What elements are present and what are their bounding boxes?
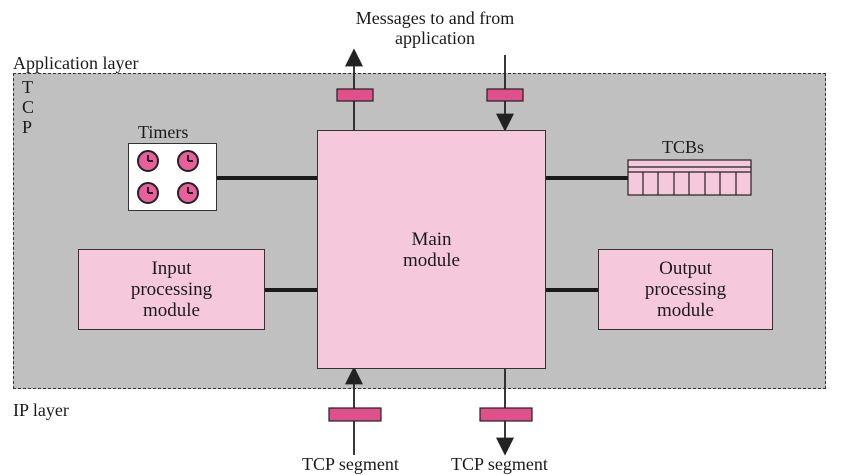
clock-icon xyxy=(137,150,159,172)
output-processing-module: Output processing module xyxy=(598,249,773,330)
connector-top-left xyxy=(336,88,374,102)
ip-layer-label: IP layer xyxy=(13,400,69,420)
tcp-letter-p: P xyxy=(22,117,33,137)
tcbs-label: TCBs xyxy=(662,137,705,157)
clock-icon xyxy=(137,182,159,204)
tcp-letter-t: T xyxy=(22,77,33,97)
input-processing-module: Input processing module xyxy=(78,249,265,330)
output-module-label: Output processing module xyxy=(644,258,727,321)
tcp-segment-in-label: TCP segment xyxy=(302,454,399,474)
connector-bottom-right xyxy=(479,407,533,422)
tcbs-table xyxy=(627,159,752,196)
timers-label: Timers xyxy=(138,122,189,142)
connector-bottom-left xyxy=(328,407,382,422)
tcp-letter-c: C xyxy=(22,97,35,117)
main-module-label: Main module xyxy=(403,229,460,271)
connector-top-right xyxy=(486,88,524,102)
application-layer-label: Application layer xyxy=(13,53,139,73)
clock-icon xyxy=(177,150,199,172)
messages-label: Messages to and from application xyxy=(355,8,515,48)
main-module: Main module xyxy=(317,130,546,369)
input-module-label: Input processing module xyxy=(130,258,213,321)
clock-icon xyxy=(177,182,199,204)
tcp-segment-out-label: TCP segment xyxy=(451,454,548,474)
timers-box xyxy=(128,143,217,211)
